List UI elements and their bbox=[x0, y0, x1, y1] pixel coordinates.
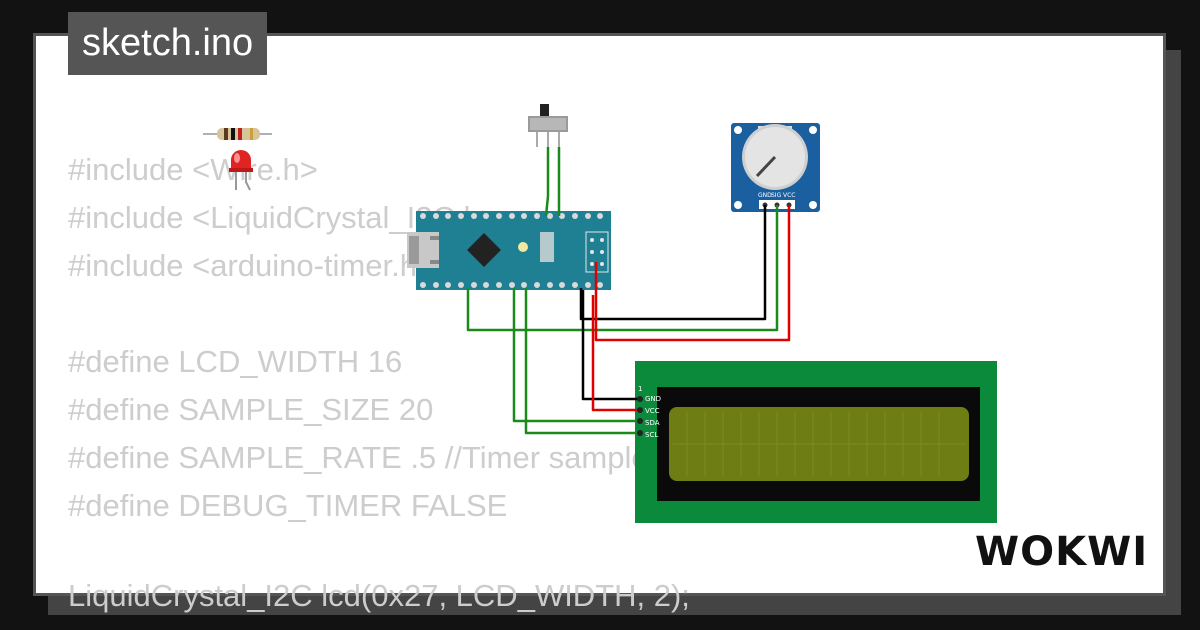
sketch-title[interactable]: sketch.ino bbox=[68, 12, 268, 75]
wires bbox=[466, 147, 791, 435]
pot-pin-sig-label: SIG bbox=[771, 192, 782, 199]
lcd-pin-1-label: 1 bbox=[638, 385, 642, 393]
code-line: #include <Wire.h> bbox=[68, 152, 318, 187]
slide-switch-icon[interactable] bbox=[528, 104, 568, 147]
pot-pin-gnd-label: GND bbox=[758, 192, 772, 199]
code-line: #define SAMPLE_SIZE 20 bbox=[68, 392, 434, 427]
lcd-pin-gnd-label: GND bbox=[645, 395, 661, 403]
resistor-icon[interactable] bbox=[203, 128, 272, 140]
pot-pin-vcc-label: VCC bbox=[783, 192, 795, 199]
arduino-nano-board[interactable] bbox=[407, 211, 611, 290]
code-line: #define LCD_WIDTH 16 bbox=[68, 344, 403, 379]
code-line: LiquidCrystal_I2C lcd(0x27, LCD_WIDTH, 2… bbox=[68, 578, 690, 613]
code-line: #include <arduino-timer.h> bbox=[68, 248, 436, 283]
code-line: #define DEBUG_TIMER FALSE bbox=[68, 488, 508, 523]
lcd-display[interactable]: 1 GND VCC SDA SCL bbox=[635, 361, 997, 523]
potentiometer-icon[interactable]: GND SIG VCC bbox=[731, 123, 820, 212]
led-icon[interactable] bbox=[229, 150, 253, 191]
lcd-pin-scl-label: SCL bbox=[645, 431, 658, 439]
lcd-pin-sda-label: SDA bbox=[645, 419, 660, 427]
code-line: #define SAMPLE_RATE .5 //Timer samples bbox=[68, 440, 665, 475]
wokwi-logo: WOKWI bbox=[975, 529, 1149, 575]
lcd-pin-vcc-label: VCC bbox=[645, 407, 660, 415]
